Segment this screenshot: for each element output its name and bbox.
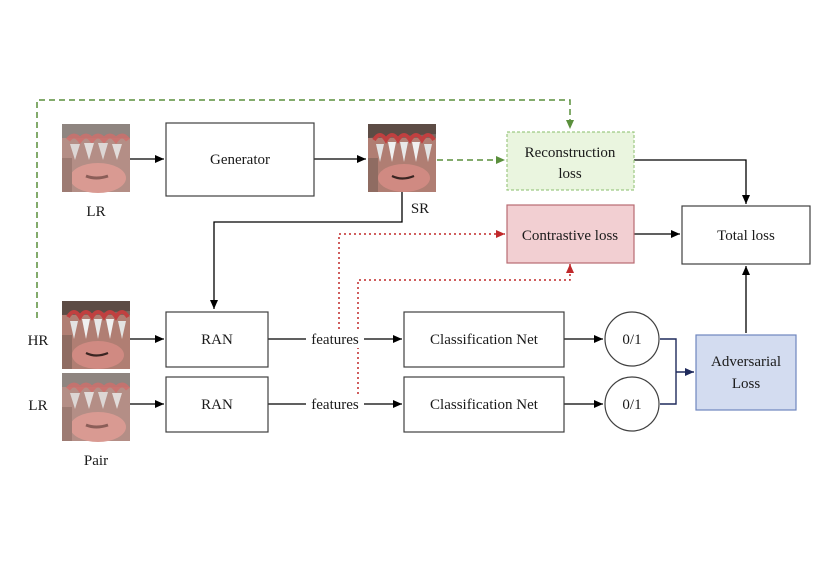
generator-label: Generator xyxy=(210,152,270,168)
generator-node: Generator xyxy=(165,122,315,197)
adversarial-loss-node: Adversarial Loss xyxy=(695,334,797,411)
contrastive-loss-node: Contrastive loss xyxy=(506,204,635,264)
adversarial-label-line2: Loss xyxy=(732,376,761,392)
classification-lr-label: Classification Net xyxy=(430,397,539,413)
adversarial-label-line1: Adversarial xyxy=(711,354,781,370)
output-lr-node: 0/1 xyxy=(604,376,660,432)
output-hr-node: 0/1 xyxy=(604,311,660,367)
reconstruction-label-line1: Reconstruction xyxy=(525,145,616,161)
connectors xyxy=(36,99,750,408)
hr-pair-label: HR xyxy=(28,333,49,349)
ran-lr-label: RAN xyxy=(201,397,233,413)
lr-input-image xyxy=(62,124,130,193)
output-hr-label: 0/1 xyxy=(622,332,641,348)
ran-hr-node: RAN xyxy=(165,311,269,368)
classification-net-hr-node: Classification Net xyxy=(403,311,565,368)
classification-net-lr-node: Classification Net xyxy=(403,376,565,433)
hr-pair-image xyxy=(60,299,132,371)
classification-hr-label: Classification Net xyxy=(430,332,539,348)
sr-output-label: SR xyxy=(411,201,429,217)
output-lr-label: 0/1 xyxy=(622,397,641,413)
contrastive-label: Contrastive loss xyxy=(522,228,618,244)
features-lr-label: features xyxy=(311,397,359,413)
total-loss-label: Total loss xyxy=(717,228,775,244)
reconstruction-loss-node: Reconstruction loss xyxy=(506,131,635,191)
ran-lr-node: RAN xyxy=(165,376,269,433)
lr-pair-image xyxy=(62,373,130,442)
sr-output-image xyxy=(366,122,438,194)
reconstruction-label-line2: loss xyxy=(558,166,582,182)
lr-input-label: LR xyxy=(86,204,105,220)
pair-caption: Pair xyxy=(84,453,108,469)
lr-pair-label: LR xyxy=(28,398,47,414)
features-hr-label: features xyxy=(311,332,359,348)
total-loss-node: Total loss xyxy=(681,205,811,265)
ran-hr-label: RAN xyxy=(201,332,233,348)
